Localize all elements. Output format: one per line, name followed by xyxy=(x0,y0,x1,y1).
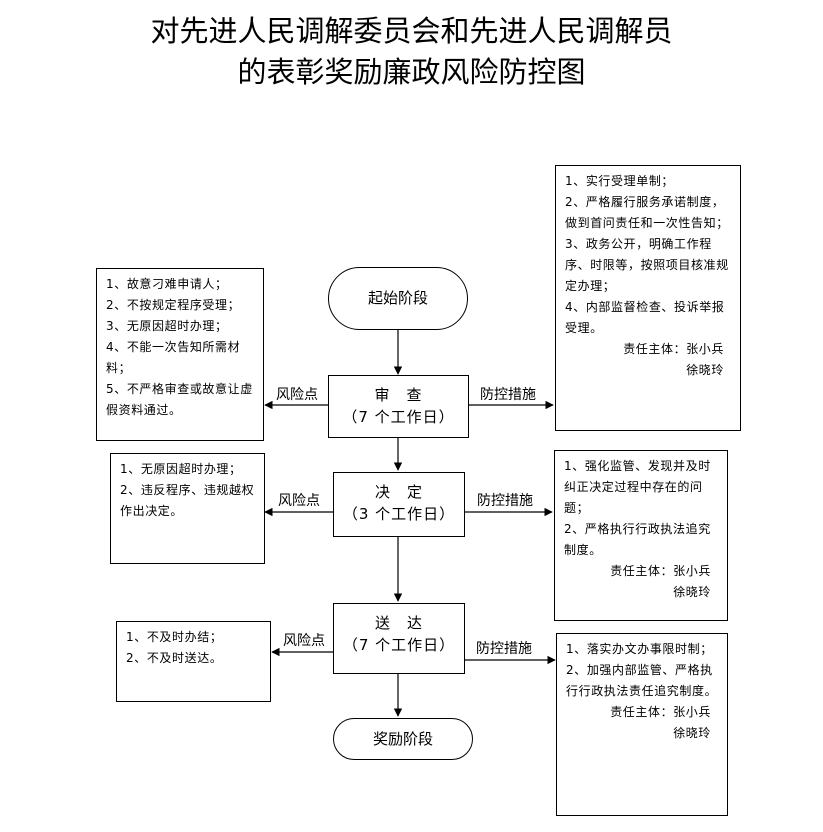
step-delivery-days: （7 个工作日） xyxy=(342,636,456,654)
step-review: 审 查 （7 个工作日） xyxy=(328,375,469,438)
step-decision-days: （3 个工作日） xyxy=(342,505,456,523)
responsible-party: 责任主体：张小兵 xyxy=(623,342,724,356)
stage-end: 奖励阶段 xyxy=(333,718,473,760)
risk-item: 3、无原因超时办理； xyxy=(106,319,228,333)
risk-box-delivery: 1、不及时办结； 2、不及时送达。 xyxy=(116,621,271,702)
risk-item: 1、故意刁难申请人； xyxy=(106,277,228,291)
diagram-title-line2: 的表彰奖励廉政风险防控图 xyxy=(237,55,586,89)
control-item: 2、严格履行服务承诺制度，做到首问责任和一次性告知； xyxy=(565,195,729,230)
step-review-days: （7 个工作日） xyxy=(342,408,455,426)
risk-item: 1、不及时办结； xyxy=(126,630,223,644)
step-decision: 决 定 （3 个工作日） xyxy=(333,472,465,537)
control-item: 4、内部监督检查、投诉举报受理。 xyxy=(565,300,725,335)
responsible-party-second: 徐晓玲 xyxy=(673,585,711,599)
risk-box-decision: 1、无原因超时办理； 2、违反程序、违规越权作出决定。 xyxy=(110,453,265,564)
diagram-title-line1: 对先进人民调解委员会和先进人民调解员 xyxy=(150,14,673,48)
control-item: 1、强化监管、发现并及时纠正决定过程中存在的问题； xyxy=(564,459,711,515)
risk-item: 2、不按规定程序受理； xyxy=(106,298,241,312)
control-item: 2、加强内部监管、严格执行行政执法责任追究制度。 xyxy=(566,663,718,698)
risk-item: 2、违反程序、违规越权作出决定。 xyxy=(120,483,255,518)
control-box-delivery: 1、落实办文办事限时制； 2、加强内部监管、严格执行行政执法责任追究制度。 责任… xyxy=(556,633,728,816)
label-risk-decision: 风险点 xyxy=(278,492,320,510)
step-decision-name: 决 定 xyxy=(374,483,423,501)
risk-item: 5、不严格审查或故意让虚假资料通过。 xyxy=(106,382,253,417)
control-box-decision: 1、强化监管、发现并及时纠正决定过程中存在的问题； 2、严格执行行政执法追究制度… xyxy=(554,450,728,621)
control-item: 1、落实办文办事限时制； xyxy=(566,642,713,656)
stage-start: 起始阶段 xyxy=(328,267,468,330)
responsible-party: 责任主体：张小兵 xyxy=(610,705,711,719)
label-control-delivery: 防控措施 xyxy=(476,640,532,658)
control-item: 2、严格执行行政执法追究制度。 xyxy=(564,522,711,557)
risk-item: 4、不能一次告知所需材料； xyxy=(106,340,241,375)
responsible-party-second: 徐晓玲 xyxy=(686,363,724,377)
control-box-review: 1、实行受理单制； 2、严格履行服务承诺制度，做到首问责任和一次性告知； 3、政… xyxy=(555,165,741,431)
step-delivery: 送 达 （7 个工作日） xyxy=(333,603,465,674)
control-item: 3、政务公开，明确工作程序、时限等，按照项目核准规定办理； xyxy=(565,237,729,293)
label-control-decision: 防控措施 xyxy=(477,492,533,510)
step-review-name: 审 查 xyxy=(374,386,423,404)
risk-item: 2、不及时送达。 xyxy=(126,651,223,665)
responsible-party-second: 徐晓玲 xyxy=(673,726,711,740)
step-delivery-name: 送 达 xyxy=(374,614,423,632)
responsible-party: 责任主体：张小兵 xyxy=(610,564,711,578)
label-control-review: 防控措施 xyxy=(480,386,536,404)
label-risk-review: 风险点 xyxy=(276,386,318,404)
control-item: 1、实行受理单制； xyxy=(565,174,675,188)
risk-box-review: 1、故意刁难申请人； 2、不按规定程序受理； 3、无原因超时办理； 4、不能一次… xyxy=(96,268,264,441)
risk-item: 1、无原因超时办理； xyxy=(120,462,242,476)
label-risk-delivery: 风险点 xyxy=(283,632,325,650)
